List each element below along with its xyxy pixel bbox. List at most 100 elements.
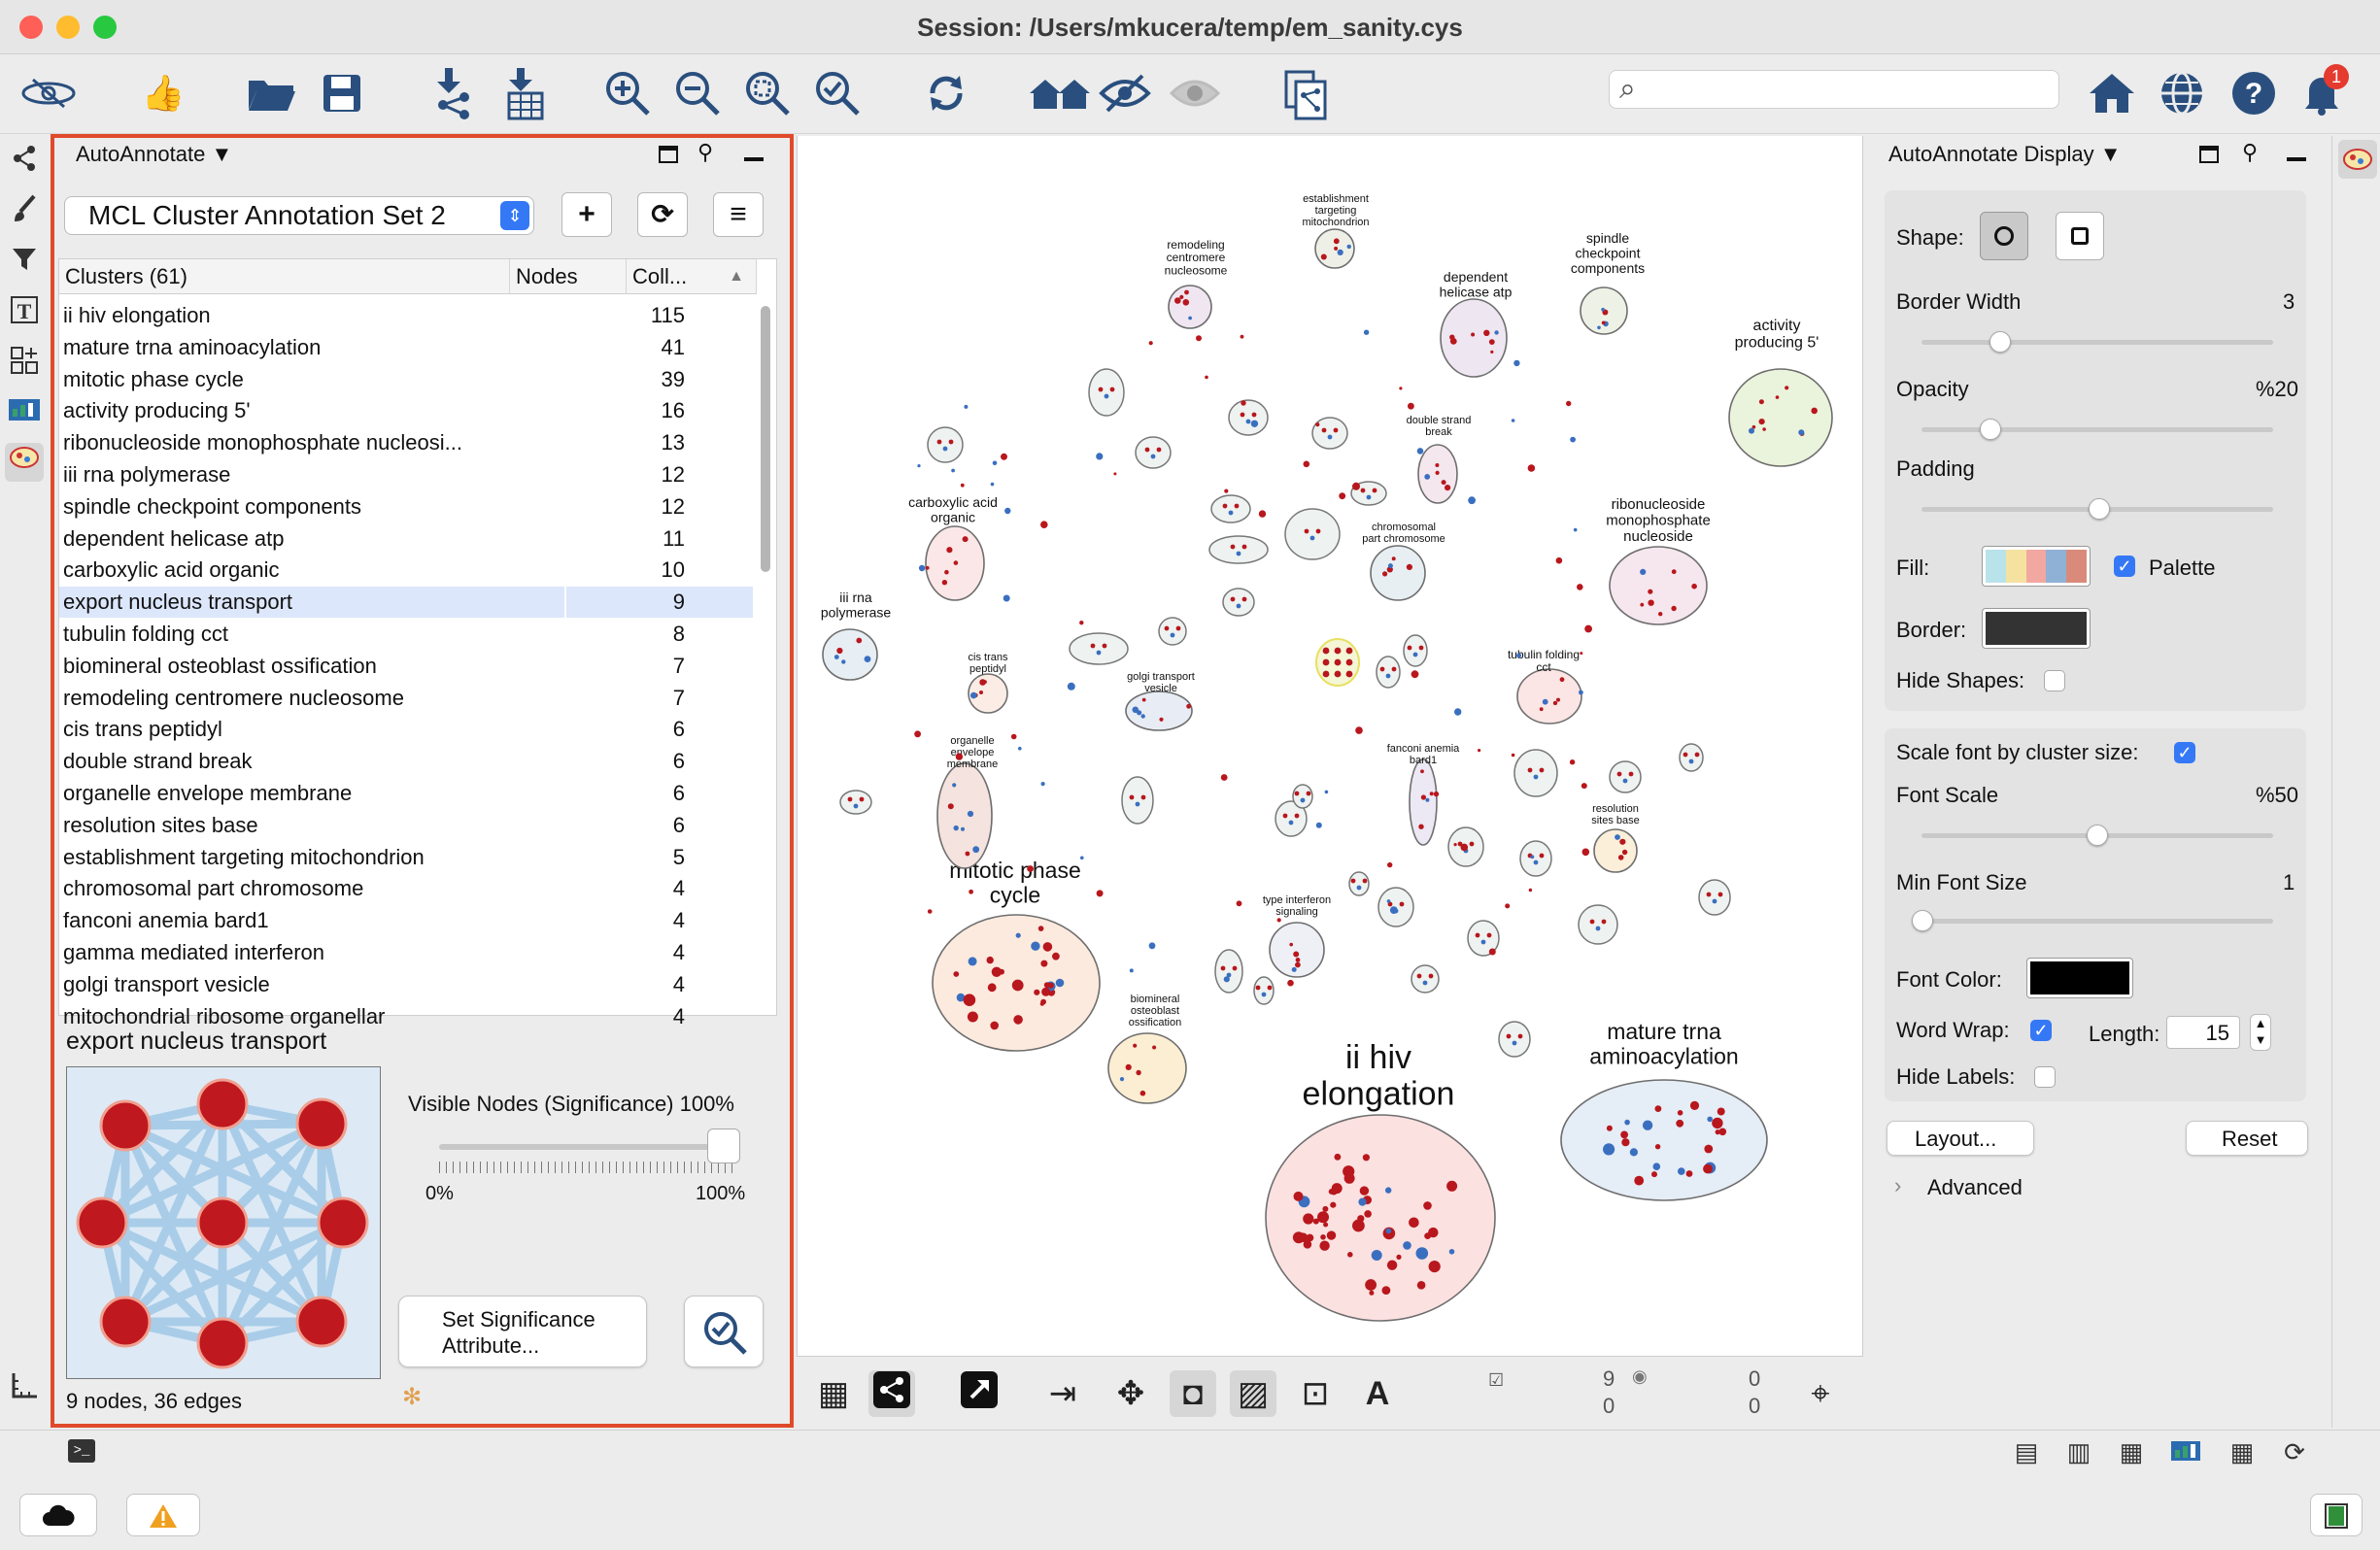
- cluster-annotation-shape[interactable]: [1370, 545, 1426, 601]
- network-node[interactable]: [969, 889, 973, 894]
- network-node[interactable]: [1628, 771, 1634, 777]
- network-node[interactable]: [1306, 1233, 1314, 1242]
- network-node[interactable]: [914, 730, 921, 738]
- network-node[interactable]: [1601, 307, 1605, 312]
- network-node[interactable]: [1640, 568, 1647, 575]
- network-node[interactable]: [1457, 841, 1463, 847]
- network-node[interactable]: [1362, 1154, 1370, 1162]
- memory-status-button[interactable]: [2310, 1494, 2363, 1536]
- network-node[interactable]: [1003, 594, 1010, 602]
- network-node[interactable]: [1685, 1170, 1693, 1177]
- network-node[interactable]: [1416, 1281, 1426, 1290]
- hide-selected-icon[interactable]: [1096, 64, 1154, 122]
- preview-node[interactable]: [196, 1317, 249, 1369]
- network-node[interactable]: [1435, 470, 1440, 475]
- network-node[interactable]: [1113, 472, 1117, 476]
- min-font-size-slider[interactable]: [1921, 919, 2273, 924]
- network-node[interactable]: [1156, 447, 1162, 453]
- network-node[interactable]: [1315, 822, 1322, 828]
- network-node[interactable]: [1267, 985, 1273, 991]
- network-node[interactable]: [1418, 824, 1424, 829]
- network-node[interactable]: [1295, 958, 1301, 962]
- network-node[interactable]: [967, 1011, 978, 1023]
- network-node[interactable]: [1040, 960, 1048, 967]
- network-node[interactable]: [1539, 707, 1544, 712]
- network-node[interactable]: [1617, 855, 1624, 860]
- network-node[interactable]: [1386, 899, 1391, 903]
- cluster-annotation-shape[interactable]: [1728, 368, 1833, 467]
- pan-icon[interactable]: ✥: [1116, 1375, 1145, 1412]
- preview-node[interactable]: [76, 1196, 128, 1249]
- cluster-annotation-shape[interactable]: [927, 426, 964, 463]
- network-node[interactable]: [1512, 1040, 1517, 1046]
- network-node[interactable]: [1621, 1138, 1630, 1147]
- scrollbar-thumb[interactable]: [761, 306, 770, 572]
- network-node[interactable]: [1640, 602, 1645, 607]
- network-node[interactable]: [1389, 906, 1398, 914]
- network-node[interactable]: [1315, 422, 1320, 427]
- network-node[interactable]: [1346, 244, 1351, 250]
- network-node[interactable]: [1040, 782, 1045, 787]
- network-node[interactable]: [962, 536, 969, 543]
- zoom-to-cluster-button[interactable]: [684, 1296, 764, 1367]
- scale-font-checkbox[interactable]: ✓: [2174, 742, 2195, 763]
- network-node[interactable]: [1352, 1219, 1365, 1232]
- network-node[interactable]: [927, 909, 933, 914]
- significance-slider-thumb[interactable]: [707, 1129, 740, 1163]
- network-node[interactable]: [1205, 375, 1208, 380]
- network-node[interactable]: [1331, 1183, 1343, 1195]
- network-node[interactable]: [1775, 395, 1780, 399]
- network-node[interactable]: [1406, 563, 1412, 570]
- display-float-icon[interactable]: [2199, 146, 2219, 163]
- network-node[interactable]: [859, 796, 865, 802]
- selected-network-node[interactable]: [1334, 658, 1342, 666]
- network-node[interactable]: [1387, 563, 1393, 569]
- network-node[interactable]: [1528, 888, 1533, 893]
- annotation-set-dropdown[interactable]: MCL Cluster Annotation Set 2 ⇕: [64, 196, 534, 235]
- network-node[interactable]: [1707, 1116, 1713, 1123]
- network-node[interactable]: [1323, 1222, 1329, 1228]
- network-node[interactable]: [1624, 1119, 1630, 1126]
- network-node[interactable]: [856, 637, 863, 644]
- network-node[interactable]: [1694, 752, 1700, 758]
- network-node[interactable]: [967, 810, 974, 818]
- preview-node[interactable]: [196, 1196, 249, 1249]
- network-node[interactable]: [1320, 253, 1327, 260]
- network-node[interactable]: [956, 993, 966, 1002]
- network-node[interactable]: [979, 679, 986, 686]
- network-node[interactable]: [1015, 932, 1021, 938]
- panel-float-icon[interactable]: [659, 146, 678, 163]
- network-node[interactable]: [1240, 412, 1245, 418]
- network-node[interactable]: [1615, 834, 1620, 840]
- network-node[interactable]: [1013, 1015, 1023, 1025]
- network-node[interactable]: [1144, 447, 1150, 453]
- network-node[interactable]: [1516, 653, 1522, 658]
- network-node[interactable]: [1096, 650, 1102, 656]
- hide-labels-checkbox[interactable]: [2034, 1066, 2056, 1088]
- network-node[interactable]: [1488, 948, 1496, 956]
- cluster-annotation-shape[interactable]: [1513, 749, 1558, 797]
- cytoscape-logo-icon[interactable]: [19, 64, 78, 122]
- network-node[interactable]: [1236, 551, 1241, 556]
- network-node[interactable]: [986, 956, 994, 964]
- network-node[interactable]: [1001, 453, 1007, 460]
- network-node[interactable]: [1385, 1228, 1392, 1234]
- significance-slider-track[interactable]: [439, 1144, 736, 1150]
- palette-checkbox[interactable]: ✓: [2114, 556, 2135, 577]
- network-node[interactable]: [1619, 838, 1626, 845]
- warnings-button[interactable]: [126, 1494, 200, 1536]
- network-node[interactable]: [1539, 767, 1545, 773]
- network-node[interactable]: [1533, 859, 1539, 865]
- network-node[interactable]: [1480, 939, 1486, 945]
- opacity-slider-thumb[interactable]: [1980, 419, 2001, 440]
- network-node[interactable]: [1648, 599, 1654, 606]
